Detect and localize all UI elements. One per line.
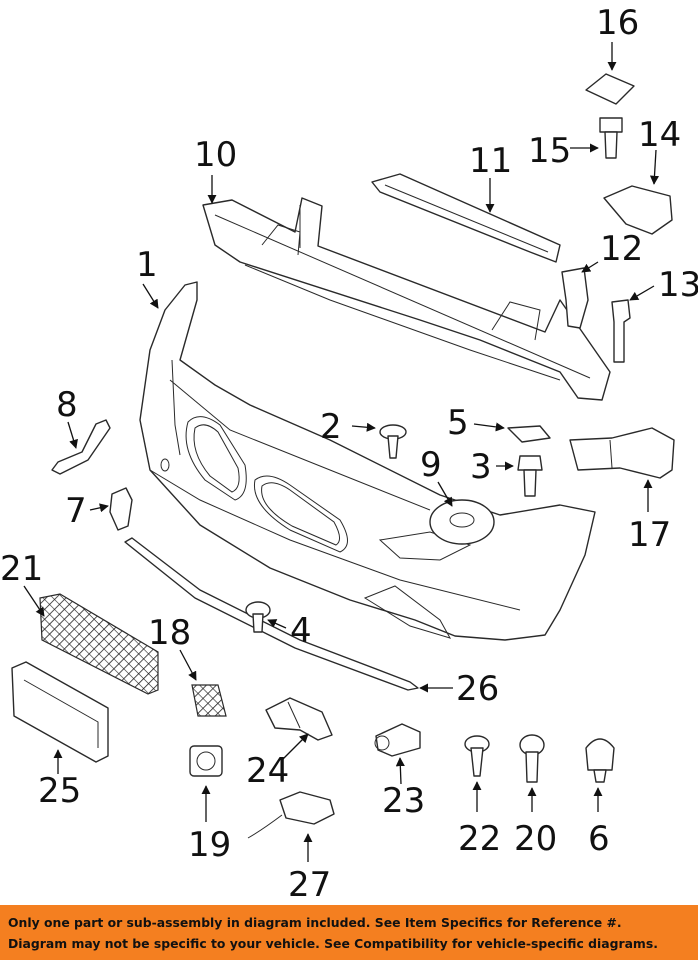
part-25-plate-bracket (11, 661, 109, 763)
part-3-bolt (517, 455, 543, 497)
callout-5: 5 (447, 403, 469, 443)
callout-4: 4 (290, 611, 312, 651)
callout-numbers: 1 2 3 4 5 6 7 8 9 10 11 12 13 14 15 16 1… (0, 3, 698, 905)
part-26-trim-strip (124, 537, 419, 691)
callout-16: 16 (596, 3, 639, 43)
callout-6: 6 (588, 819, 610, 859)
part-20-bolt (519, 734, 545, 783)
callout-21: 21 (0, 549, 43, 589)
part-1-bumper-cover (139, 281, 596, 641)
part-19-bracket (189, 745, 223, 777)
disclaimer-line-2: Diagram may not be specific to your vehi… (8, 936, 658, 951)
part-27-sensor-wire (247, 791, 335, 839)
part-15-bolt (599, 117, 623, 159)
callout-15: 15 (528, 131, 571, 171)
part-24-lamp (265, 697, 333, 741)
part-22-screw (464, 735, 490, 777)
callout-27: 27 (288, 865, 331, 905)
callout-13: 13 (658, 265, 698, 305)
part-18-small-grille (191, 684, 227, 717)
callout-18: 18 (148, 613, 191, 653)
part-17-duct (569, 427, 675, 479)
part-14-bracket (603, 185, 673, 235)
part-10-reinforcement (202, 197, 611, 401)
callout-22: 22 (458, 819, 501, 859)
part-13-bracket (611, 299, 631, 363)
callout-24: 24 (246, 751, 289, 791)
part-8-bracket (51, 419, 111, 475)
callout-12: 12 (600, 229, 643, 269)
part-11-absorber (371, 173, 561, 263)
callout-9: 9 (420, 445, 442, 485)
part-6-clip (585, 738, 615, 783)
callout-17: 17 (628, 515, 671, 555)
callout-10: 10 (194, 135, 237, 175)
part-4-screw (245, 601, 271, 633)
callout-14: 14 (638, 115, 681, 155)
callout-7: 7 (65, 491, 87, 531)
disclaimer-line-1: Only one part or sub-assembly in diagram… (8, 915, 622, 930)
part-7-bracket (109, 487, 133, 531)
part-5-clip (507, 425, 551, 443)
leader-arrows (23, 42, 660, 862)
part-16-nut (585, 73, 635, 105)
part-23-sensor (374, 723, 421, 757)
parts-diagram: 1 2 3 4 5 6 7 8 9 10 11 12 13 14 15 16 1… (0, 3, 698, 905)
callout-2: 2 (320, 407, 342, 447)
part-9-cap (429, 499, 495, 545)
callout-23: 23 (382, 781, 425, 821)
callout-20: 20 (514, 819, 557, 859)
callout-3: 3 (470, 447, 492, 487)
part-21-grille (39, 593, 159, 695)
callout-19: 19 (188, 825, 231, 865)
callout-26: 26 (456, 669, 499, 709)
part-2-screw (379, 424, 407, 459)
callout-25: 25 (38, 771, 81, 811)
callout-8: 8 (56, 385, 78, 425)
callout-11: 11 (469, 141, 512, 181)
callout-1: 1 (136, 245, 158, 285)
disclaimer-banner: Only one part or sub-assembly in diagram… (0, 905, 698, 960)
